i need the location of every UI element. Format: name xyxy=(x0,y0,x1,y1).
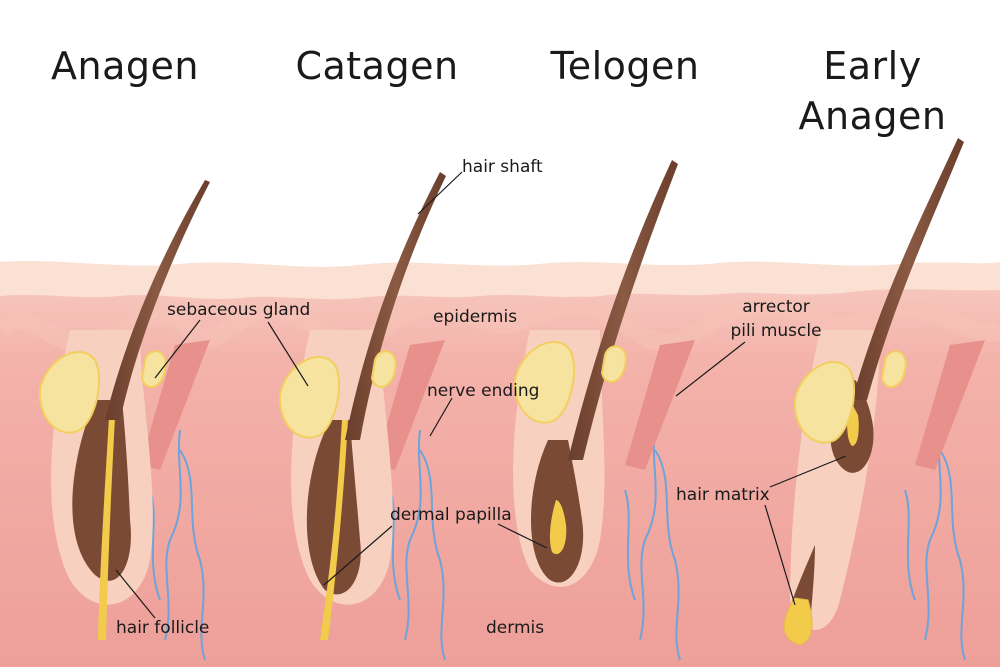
anagen-follicle xyxy=(38,180,210,640)
telogen-club-highlight xyxy=(549,500,567,555)
early-anagen-follicle xyxy=(783,138,964,646)
label-dermal-papilla: dermal papilla xyxy=(390,505,512,525)
label-hair-shaft: hair shaft xyxy=(462,157,543,177)
telogen-hair-shaft xyxy=(568,160,678,460)
anagen-sebaceous-gland xyxy=(38,350,101,434)
title-telogen: Telogen xyxy=(550,44,700,88)
telogen-sebaceous-gland xyxy=(513,340,576,424)
catagen-hair-bulb xyxy=(306,420,361,595)
leader-hair-follicle xyxy=(115,569,156,619)
early-anagen-sebaceous-gland-small xyxy=(880,350,907,388)
label-dermis: dermis xyxy=(486,618,545,638)
nerve-vessels xyxy=(149,429,966,661)
early-anagen-sebaceous-gland xyxy=(793,360,856,444)
leader-dermal-papilla-catagen xyxy=(323,525,393,586)
anagen-hair-shaft xyxy=(105,180,210,420)
catagen-follicle xyxy=(278,172,446,640)
early-anagen-hair-shaft xyxy=(852,138,964,400)
leader-sebaceous-gland-catagen xyxy=(267,321,309,387)
catagen-sebaceous-gland-small xyxy=(370,350,397,388)
anagen-hair-highlight xyxy=(98,400,116,640)
label-hair-matrix: hair matrix xyxy=(676,485,770,505)
label-epidermis: epidermis xyxy=(433,307,518,327)
catagen-sebaceous-gland xyxy=(278,355,341,439)
dermal-ridge xyxy=(0,296,1000,354)
label-arrector-line1: arrector xyxy=(742,297,810,317)
title-early-anagen-line1: Early xyxy=(823,44,922,88)
leader-arrector-pili xyxy=(675,341,746,397)
catagen-hair-shaft xyxy=(345,172,446,440)
leader-dermal-papilla-telogen xyxy=(497,523,548,549)
epidermis-layer xyxy=(0,261,1000,300)
telogen-follicle xyxy=(513,160,678,587)
anagen-sebaceous-gland-small xyxy=(140,350,167,388)
leader-sebaceous-gland-anagen xyxy=(154,319,201,379)
telogen-sebaceous-gland-small xyxy=(600,345,627,383)
leader-lines xyxy=(115,171,847,619)
skin-layers xyxy=(0,261,1000,667)
label-arrector-line2: pili muscle xyxy=(730,321,822,341)
catagen-hair-highlight xyxy=(320,420,348,640)
title-anagen: Anagen xyxy=(51,44,199,88)
dermis-layer xyxy=(0,261,1000,667)
label-nerve-ending: nerve ending xyxy=(427,381,540,401)
title-catagen: Catagen xyxy=(295,44,459,88)
title-early-anagen-line2: Anagen xyxy=(798,94,947,138)
label-sebaceous-gland: sebaceous gland xyxy=(167,300,311,320)
label-hair-follicle: hair follicle xyxy=(116,618,210,638)
leader-nerve-ending xyxy=(429,397,453,437)
leader-hair-matrix-bottom xyxy=(764,504,796,606)
arrector-pili-muscles xyxy=(140,340,985,470)
leader-hair-matrix-top xyxy=(769,455,847,488)
anagen-hair-bulb xyxy=(72,400,131,581)
leader-hair-shaft xyxy=(417,171,463,215)
early-anagen-new-bulb xyxy=(783,597,813,646)
